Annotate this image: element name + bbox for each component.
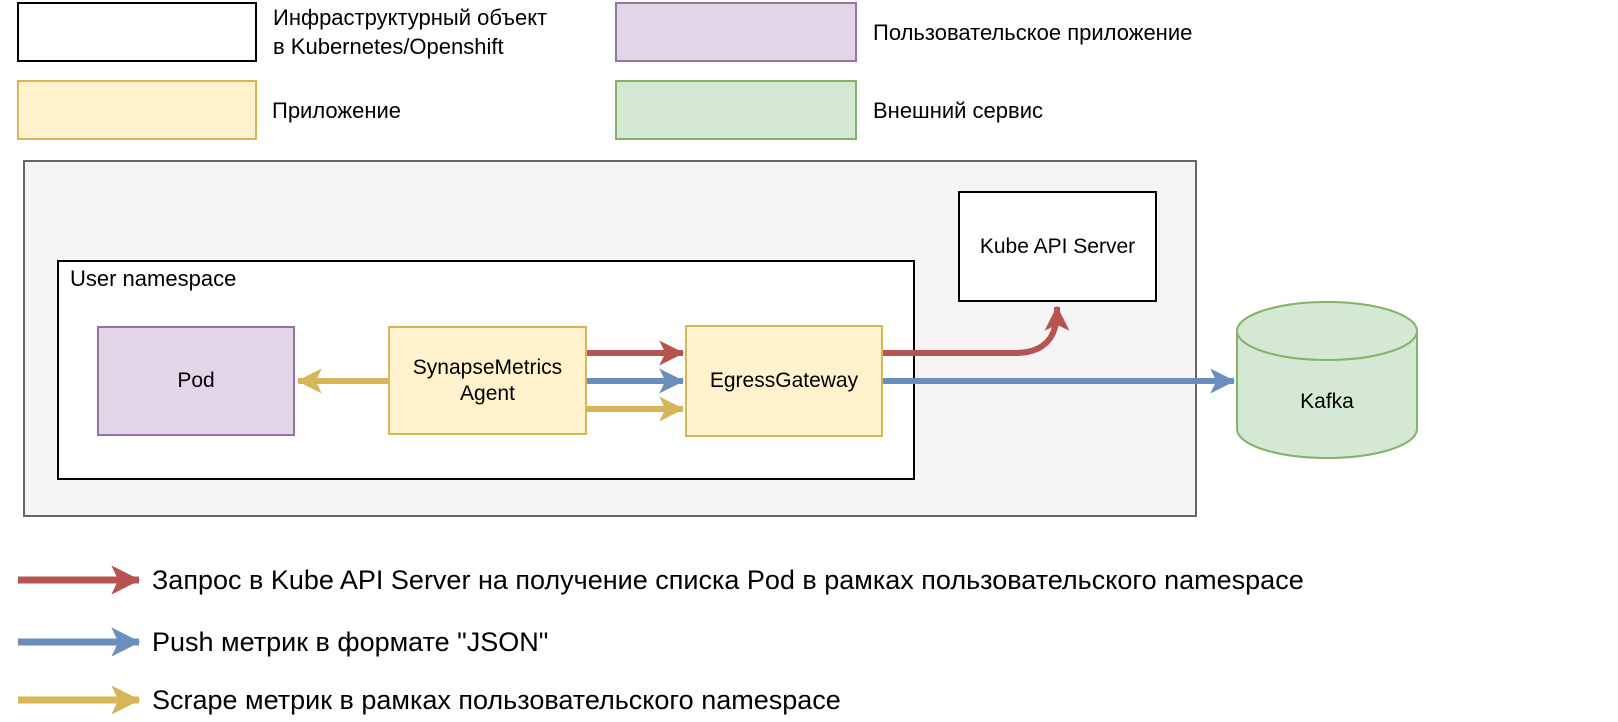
synapse-metrics-agent-label-line2: Agent [460,381,515,405]
kafka-cylinder-rim [1236,330,1418,361]
node-synapse-metrics-agent: SynapseMetrics Agent [388,326,587,435]
legend-label-application: Приложение [272,80,401,140]
node-kafka-cylinder [1236,301,1418,459]
legend-label-infrastructure-line1: Инфраструктурный объект [273,5,548,30]
legend-label-infrastructure-line2: в Kubernetes/Openshift [273,34,504,59]
node-kube-api-server: Kube API Server [958,191,1157,302]
user-namespace-label: User namespace [70,266,237,291]
legend-label-user-application-text: Пользовательское приложение [873,19,1193,45]
legend-label-user-application: Пользовательское приложение [873,2,1192,62]
legend-swatch-user-application [615,2,857,62]
legend-yellow-arrow-label: Scrape метрик в рамках пользовательского… [152,684,841,715]
legend-label-application-text: Приложение [272,97,402,123]
legend-label-infrastructure: Инфраструктурный объект в Kubernetes/Ope… [273,2,547,62]
legend-red-arrow-label: Запрос в Kube API Server на получение сп… [152,564,1304,595]
legend-label-external-service: Внешний сервис [873,80,1043,140]
legend-swatch-infrastructure [17,2,257,62]
synapse-metrics-agent-label-line1: SynapseMetrics [412,355,563,379]
pod-label: Pod [177,369,215,392]
kube-api-server-label: Kube API Server [979,234,1136,258]
legend-swatch-external-service [615,80,857,140]
legend-swatch-application [17,80,257,140]
node-egress-gateway: EgressGateway [685,325,883,437]
egress-gateway-label: EgressGateway [709,369,859,392]
kafka-label: Kafka [1300,390,1354,413]
node-pod: Pod [97,326,295,436]
kafka-cylinder-body [1236,301,1418,459]
legend-label-external-service-text: Внешний сервис [873,97,1043,123]
legend-blue-arrow-label: Push метрик в формате "JSON" [152,626,549,657]
